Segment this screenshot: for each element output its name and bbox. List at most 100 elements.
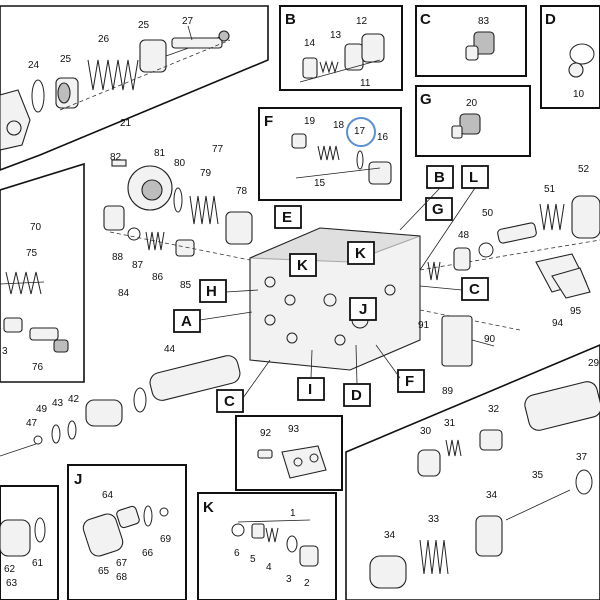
part-label-93: 93 <box>288 424 300 435</box>
inset-letter-j: J <box>74 471 82 488</box>
part-label-84: 84 <box>118 288 130 299</box>
panel-top-left <box>0 5 269 171</box>
part-label-35: 35 <box>532 470 544 481</box>
inset-f-part-16: 16 <box>377 132 389 143</box>
inset-f <box>258 107 402 201</box>
inset-k-part-3: 3 <box>286 574 292 585</box>
part-label-63: 63 <box>6 578 18 589</box>
left-part-76: 76 <box>32 362 44 373</box>
inset-b-part-14: 14 <box>304 38 316 49</box>
part-label-77: 77 <box>212 144 224 155</box>
part-label-61: 61 <box>32 558 44 569</box>
left-part-70: 70 <box>30 222 42 233</box>
part-label-21: 21 <box>120 118 132 129</box>
part-label-85: 85 <box>180 280 192 291</box>
inset-c-part-83: 83 <box>478 16 490 27</box>
inset-g <box>415 85 531 157</box>
highlight-ring <box>346 117 376 147</box>
part-label-62: 62 <box>4 564 16 575</box>
inset-k-part-1: 1 <box>290 508 296 519</box>
part-label-87: 87 <box>132 260 144 271</box>
callout-b: B <box>434 169 445 186</box>
cluster-right-upper <box>427 195 600 367</box>
inset-j-part-68: 68 <box>116 572 128 583</box>
inset-j <box>67 464 187 600</box>
part-label-88: 88 <box>112 252 124 263</box>
callout-e: E <box>282 209 292 226</box>
inset-letter-k: K <box>203 499 214 516</box>
inset-k-part-6: 6 <box>234 548 240 559</box>
inset-c <box>415 5 527 77</box>
part-label-91: 91 <box>418 320 430 331</box>
part-label-29: 29 <box>588 358 600 369</box>
part-label-82: 82 <box>110 152 122 163</box>
inset-letter-f: F <box>264 113 273 130</box>
callout-i: I <box>308 381 312 398</box>
part-label-90: 90 <box>484 334 496 345</box>
panel-left <box>0 162 85 383</box>
part-label-25b: 25 <box>60 54 72 65</box>
callout-g: G <box>432 201 444 218</box>
part-label-44: 44 <box>164 344 176 355</box>
part-label-42: 42 <box>68 394 80 405</box>
inset-b-part-11: 11 <box>360 78 371 89</box>
part-label-34a: 34 <box>486 490 498 501</box>
inset-flange <box>235 415 343 491</box>
inset-g-part-20: 20 <box>466 98 478 109</box>
inset-d-part-10: 10 <box>573 89 585 100</box>
callout-j: J <box>359 301 367 318</box>
inset-f-part-17: 17 <box>354 126 366 137</box>
inset-f-part-19: 19 <box>304 116 316 127</box>
part-label-92: 92 <box>260 428 272 439</box>
callout-a: A <box>181 313 192 330</box>
callout-l: L <box>469 169 478 186</box>
part-label-80: 80 <box>174 158 186 169</box>
part-label-27: 27 <box>182 16 194 27</box>
part-label-49: 49 <box>36 404 48 415</box>
inset-k <box>197 492 337 600</box>
inset-f-part-18: 18 <box>333 120 345 131</box>
callout-k-right: K <box>355 245 366 262</box>
inset-d <box>540 5 600 109</box>
inset-j-part-67: 67 <box>116 558 128 569</box>
callout-h: H <box>206 283 217 300</box>
part-label-47: 47 <box>26 418 38 429</box>
part-label-86: 86 <box>152 272 164 283</box>
part-label-94: 94 <box>552 318 564 329</box>
callout-k-left: K <box>297 257 308 274</box>
part-label-33: 33 <box>428 514 440 525</box>
part-label-52: 52 <box>578 164 590 175</box>
part-label-95: 95 <box>570 306 582 317</box>
inset-j-part-66: 66 <box>142 548 154 559</box>
panel-bottom-left <box>0 485 59 600</box>
inset-j-part-64: 64 <box>102 490 114 501</box>
callout-c-right: C <box>469 281 480 298</box>
part-label-81: 81 <box>154 148 166 159</box>
cluster-center-upper <box>103 159 253 261</box>
part-label-51: 51 <box>544 184 556 195</box>
callouts <box>173 165 489 413</box>
part-label-30: 30 <box>420 426 432 437</box>
inset-j-part-65: 65 <box>98 566 110 577</box>
inset-letter-d: D <box>545 11 556 28</box>
part-label-32: 32 <box>488 404 500 415</box>
callout-c-bottom: C <box>224 393 235 410</box>
part-label-48: 48 <box>458 230 470 241</box>
inset-b-part-13: 13 <box>330 30 342 41</box>
callout-f: F <box>405 373 414 390</box>
part-label-78: 78 <box>236 186 248 197</box>
inset-b <box>279 5 403 91</box>
inset-b-part-12: 12 <box>356 16 368 27</box>
part-label-37: 37 <box>576 452 588 463</box>
inset-j-part-69: 69 <box>160 534 172 545</box>
left-part-75: 75 <box>26 248 38 259</box>
inset-k-part-2: 2 <box>304 578 310 589</box>
callout-d: D <box>351 387 362 404</box>
inset-k-part-4: 4 <box>266 562 272 573</box>
part-label-26: 26 <box>98 34 110 45</box>
part-label-43: 43 <box>52 398 64 409</box>
part-label-34b: 34 <box>384 530 396 541</box>
part-label-89: 89 <box>442 386 454 397</box>
inset-letter-g: G <box>420 91 432 108</box>
